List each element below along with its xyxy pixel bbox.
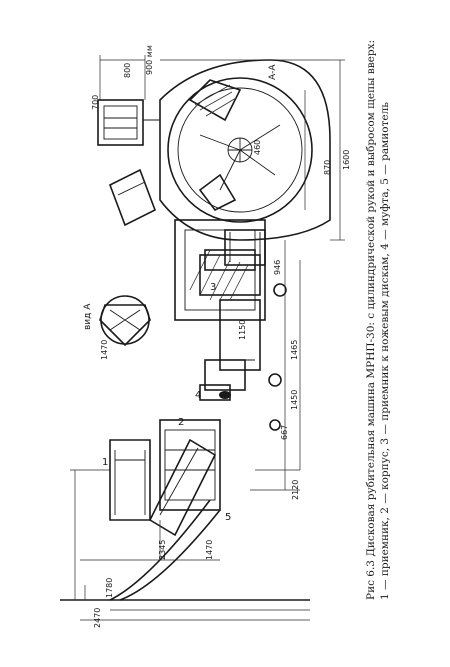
dimension-labels: 2470 1780 2345 1470 2120 667 1450 1465 1… — [91, 63, 351, 628]
dim-7: 1450 — [290, 390, 299, 410]
callout-3: 3 — [210, 282, 216, 293]
dim-15: 1470 — [100, 340, 109, 360]
dim-4: 1470 — [205, 540, 214, 560]
dim-16: 460 — [253, 140, 262, 155]
side-view — [60, 219, 310, 621]
front-view — [97, 55, 345, 241]
callout-5: 5 — [225, 512, 231, 523]
top-note: 900 мм — [145, 45, 154, 75]
dim-13: 700 — [91, 95, 100, 110]
dim-12: 1600 — [342, 150, 351, 170]
dim-3: 2345 — [158, 540, 167, 560]
section-label: А-А — [268, 64, 278, 80]
figure-caption: Рис 6.3 Дисковая рубительная машина МРНП… — [365, 40, 391, 600]
callouts: 1 2 3 4 5 — [102, 282, 231, 523]
dim-6: 667 — [280, 425, 289, 440]
dim-11: 870 — [323, 160, 332, 175]
dim-8: 1465 — [290, 340, 299, 360]
dim-1: 2470 — [93, 608, 102, 628]
view-labels: вид А А-А 900 мм — [83, 45, 278, 330]
view-a-label: вид А — [83, 303, 93, 330]
callout-1: 1 — [102, 457, 108, 468]
dim-5: 2120 — [291, 480, 300, 500]
dim-10: 946 — [273, 260, 282, 275]
callout-2: 2 — [178, 417, 184, 428]
dim-14: 800 — [123, 63, 132, 78]
caption-line-1: Рис 6.3 Дисковая рубительная машина МРНП… — [365, 40, 377, 600]
dim-9: 1150 — [238, 320, 247, 340]
callout-4: 4 — [195, 390, 201, 401]
dim-2: 1780 — [105, 578, 114, 598]
caption-line-2: 1 — приемник, 2 — корпус, 3 — приемник к… — [379, 102, 391, 600]
